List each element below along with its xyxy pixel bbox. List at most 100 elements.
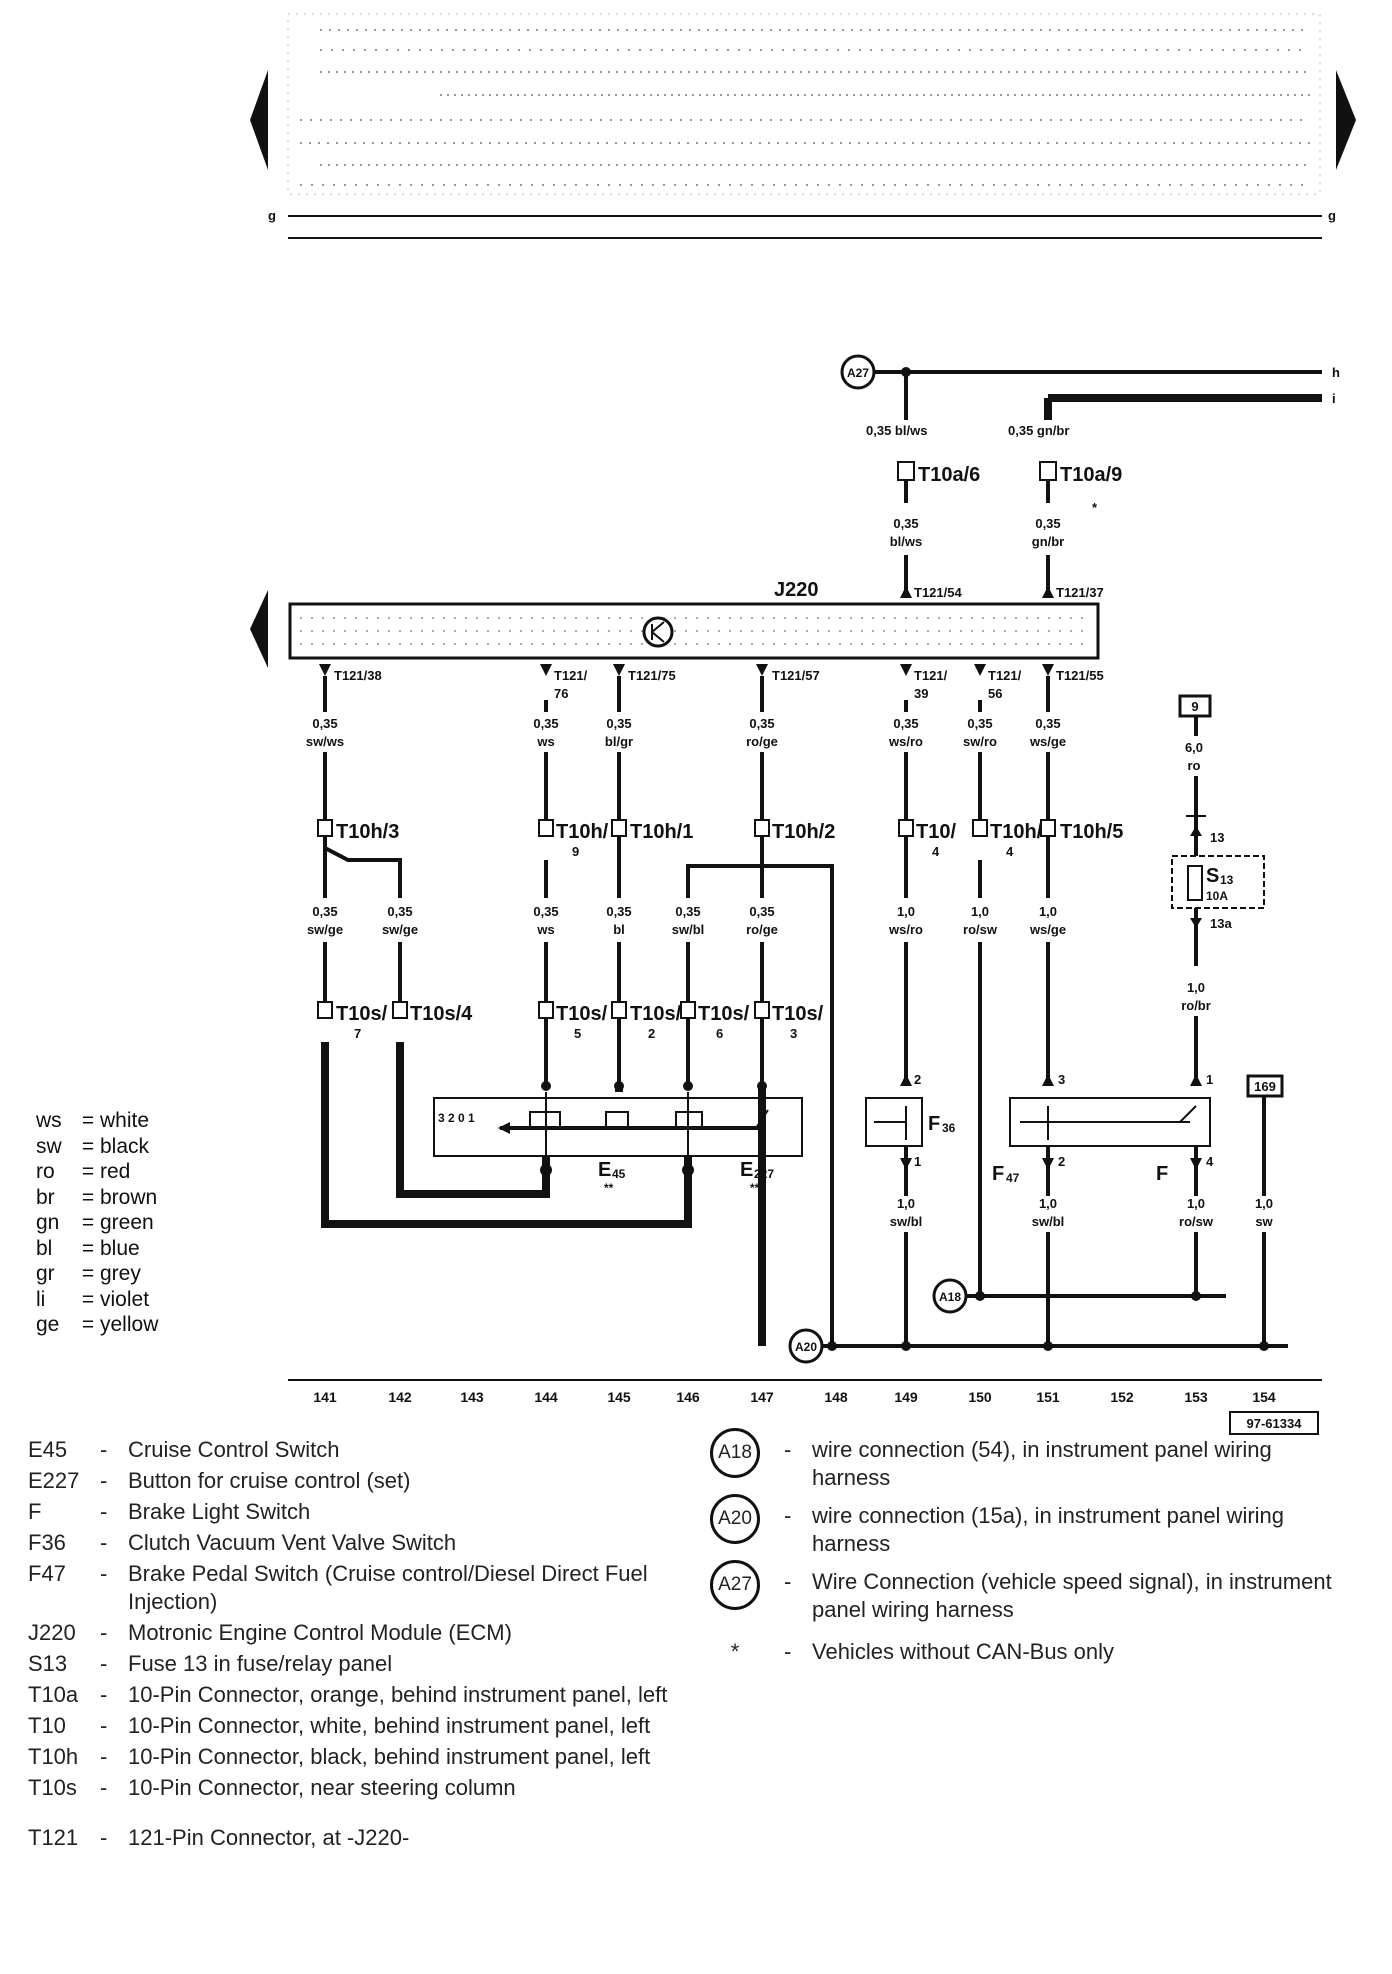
legend-code: T10s: [28, 1775, 77, 1800]
top-continuation-panel: [287, 13, 1321, 195]
wire-color-name: green: [100, 1211, 154, 1234]
ref-number-box: [1229, 1411, 1319, 1435]
svg-text:T10h/1: T10h/1: [630, 821, 693, 843]
legend-item: F47-Brake Pedal Switch (Cruise control/D…: [28, 1560, 678, 1616]
legend-code: S13: [28, 1651, 68, 1676]
ground-g-right: g: [1328, 208, 1336, 223]
page-left-arrow: [250, 70, 268, 170]
svg-text:0,35: 0,35: [606, 904, 631, 919]
svg-text:T10h/: T10h/: [990, 821, 1043, 843]
wire-color-row: li=violet: [36, 1287, 158, 1313]
equals-sign: =: [81, 1287, 95, 1311]
a27-wire-label: 0,35 bl/ws: [866, 423, 927, 438]
legend-desc: 10-Pin Connector, white, behind instrume…: [128, 1713, 651, 1738]
legend-item: T10h-10-Pin Connector, black, behind ins…: [28, 1743, 678, 1771]
e45-position-code: 3 2 0 1: [438, 1111, 475, 1125]
pin55-label: T121/55: [1056, 668, 1104, 683]
line-i-label: i: [1332, 391, 1336, 406]
svg-text:36: 36: [942, 1121, 956, 1135]
column-number: 152: [1110, 1389, 1134, 1405]
equals-sign: =: [81, 1134, 95, 1158]
wire-color-code: ro: [36, 1160, 55, 1183]
wire-color-row: gr=grey: [36, 1261, 158, 1287]
legend-desc: Button for cruise control (set): [128, 1468, 411, 1493]
gnbr-wire-label: 0,35 gn/br: [1008, 423, 1069, 438]
svg-text:0,35: 0,35: [533, 716, 558, 731]
svg-text:227: 227: [754, 1167, 774, 1181]
svg-text:9: 9: [1191, 699, 1198, 714]
column-number: 154: [1252, 1389, 1276, 1405]
wire-color-code: bl: [36, 1236, 53, 1260]
svg-text:F: F: [1156, 1163, 1168, 1185]
equals-sign: =: [81, 1160, 95, 1183]
column-number: 148: [824, 1389, 848, 1405]
svg-text:E: E: [740, 1159, 753, 1181]
svg-text:T10s/: T10s/: [772, 1003, 824, 1025]
connection-item: A27-Wire Connection (vehicle speed signa…: [710, 1560, 1350, 1624]
ecm-module-box: [288, 602, 1100, 660]
legend-dash: -: [100, 1744, 108, 1769]
wire-color-code: ge: [36, 1313, 60, 1336]
wire-color-row: gn=green: [36, 1210, 158, 1236]
svg-text:sw: sw: [1255, 1214, 1273, 1229]
wire-color-name: violet: [100, 1287, 150, 1311]
svg-text:45: 45: [612, 1167, 626, 1181]
svg-text:sw/bl: sw/bl: [1032, 1214, 1065, 1229]
legend-desc: 121-Pin Connector, at -J220-: [128, 1825, 410, 1850]
connection-circle: A18: [710, 1428, 760, 1478]
t10s-connectors: [317, 1001, 770, 1019]
wire-color-name: yellow: [100, 1313, 159, 1336]
svg-text:0,35: 0,35: [1035, 716, 1060, 731]
column-number: 146: [676, 1389, 700, 1405]
legend-code: T10h: [28, 1744, 79, 1769]
wire-color-name: blue: [100, 1236, 140, 1260]
svg-text:0,35: 0,35: [312, 904, 337, 919]
w2a: 0,35: [1035, 516, 1060, 531]
line-h-label: h: [1332, 365, 1340, 380]
svg-text:0,35: 0,35: [312, 716, 337, 731]
svg-text:sw/ge: sw/ge: [382, 922, 418, 937]
note-desc: Vehicles without CAN-Bus only: [812, 1639, 1115, 1664]
column-number: 153: [1184, 1389, 1208, 1405]
svg-text:T10h/2: T10h/2: [772, 821, 835, 843]
wire-color-code: ws: [36, 1109, 62, 1132]
svg-text:T10s/4: T10s/4: [410, 1003, 473, 1025]
svg-text:0,35: 0,35: [893, 716, 918, 731]
legend-desc: 10-Pin Connector, black, behind instrume…: [128, 1744, 651, 1769]
svg-text:A18: A18: [939, 1290, 961, 1304]
svg-text:47: 47: [1006, 1171, 1020, 1185]
svg-text:4: 4: [1206, 1154, 1214, 1169]
pin54-label: T121/54: [914, 585, 962, 600]
svg-text:sw/bl: sw/bl: [890, 1214, 923, 1229]
legend-desc: 10-Pin Connector, near steering column: [128, 1775, 516, 1800]
svg-text:1,0: 1,0: [971, 904, 989, 919]
connection-item: A20-wire connection (15a), in instrument…: [710, 1494, 1350, 1558]
svg-text:4: 4: [932, 844, 940, 859]
svg-text:E: E: [598, 1159, 611, 1181]
svg-text:ro/sw: ro/sw: [1179, 1214, 1214, 1229]
note-item: * -Vehicles without CAN-Bus only: [710, 1638, 1350, 1666]
svg-text:4: 4: [1006, 844, 1014, 859]
svg-text:T10/: T10/: [916, 821, 956, 843]
svg-text:T10h/3: T10h/3: [336, 821, 399, 843]
column-number: 141: [313, 1389, 337, 1405]
wire-color-row: bl=blue: [36, 1236, 158, 1262]
legend-dash: -: [784, 1639, 792, 1664]
page-right-arrow: [1336, 70, 1356, 170]
svg-text:ws/ge: ws/ge: [1029, 922, 1066, 937]
connection-item: A18-wire connection (54), in instrument …: [710, 1428, 1350, 1492]
svg-text:0,35: 0,35: [533, 904, 558, 919]
wire-color-code: sw: [36, 1134, 62, 1158]
lower-wire-labels: 1,0 sw/bl 1,0 sw/bl 1,0 ro/sw 1,0 sw: [890, 1196, 1274, 1229]
w1a: 0,35: [893, 516, 918, 531]
a27-label: A27: [847, 366, 869, 380]
svg-text:5: 5: [574, 1026, 581, 1041]
connection-legend: A18-wire connection (54), in instrument …: [710, 1428, 1350, 1676]
legend-item: E45-Cruise Control Switch: [28, 1436, 678, 1464]
svg-text:ws/ro: ws/ro: [888, 734, 923, 749]
legend-code: T10: [28, 1713, 66, 1738]
note-symbol: *: [730, 1639, 740, 1664]
equals-sign: =: [81, 1313, 95, 1336]
